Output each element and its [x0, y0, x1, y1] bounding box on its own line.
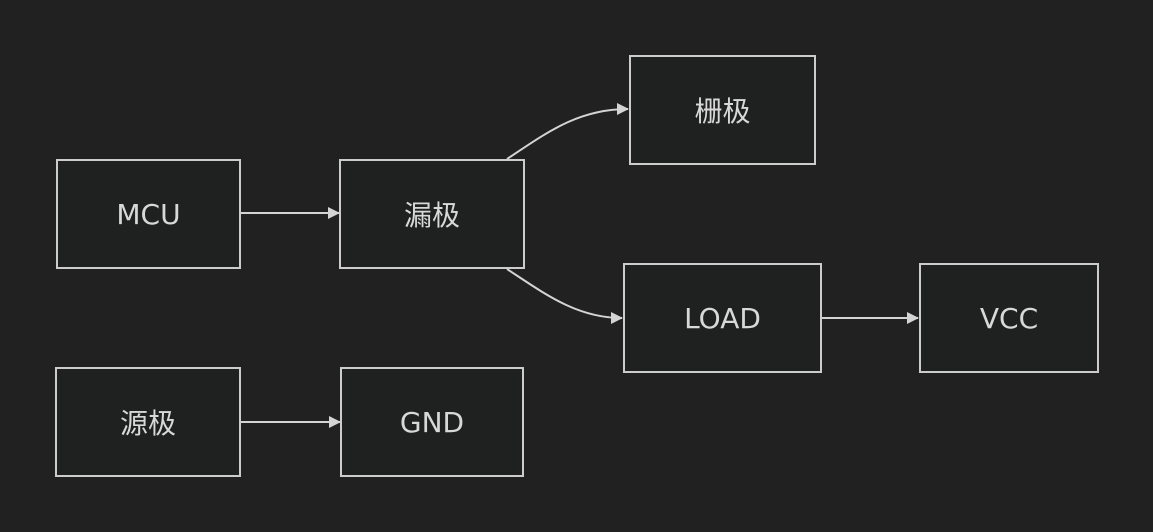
node-gnd-label: GND	[399, 405, 465, 439]
node-mcu-label: MCU	[116, 197, 181, 231]
node-vcc-label: VCC	[979, 301, 1039, 335]
node-gate: 栅极	[629, 55, 816, 165]
node-load-label: LOAD	[684, 301, 761, 335]
edge-drain-load	[506, 268, 623, 324]
edge-drain-gate	[506, 103, 629, 160]
node-drain: 漏极	[339, 159, 525, 269]
node-mcu: MCU	[56, 159, 241, 269]
node-source-label: 源极	[119, 407, 176, 440]
node-vcc: VCC	[919, 263, 1099, 373]
node-source: 源极	[55, 367, 241, 477]
node-gate-label: 栅极	[694, 95, 751, 128]
node-gnd: GND	[340, 367, 524, 477]
node-drain-label: 漏极	[403, 199, 460, 232]
node-load: LOAD	[623, 263, 822, 373]
